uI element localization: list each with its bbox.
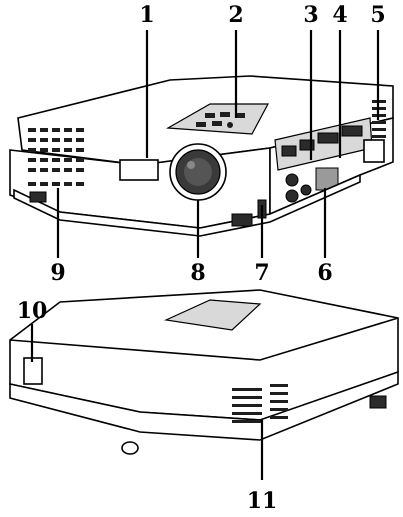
callout-9: 9 xyxy=(50,260,65,286)
foot-rear xyxy=(369,395,387,409)
control-panel-top xyxy=(163,299,262,331)
power-socket xyxy=(363,139,385,163)
callout-5: 5 xyxy=(370,2,385,28)
control-panel xyxy=(165,103,269,135)
front-vent xyxy=(28,128,84,186)
callout-4: 4 xyxy=(332,2,347,28)
callout-11: 11 xyxy=(247,488,278,514)
foot-left xyxy=(29,191,47,203)
lens xyxy=(169,143,227,201)
callout-6: 6 xyxy=(317,260,332,286)
callout-8: 8 xyxy=(190,260,205,286)
callout-2: 2 xyxy=(228,2,243,28)
remote-sensor xyxy=(119,159,159,181)
projector-side-view xyxy=(9,289,399,455)
foot-front xyxy=(231,213,253,227)
callout-3: 3 xyxy=(303,2,318,28)
connector-panel xyxy=(274,117,373,203)
control-buttons xyxy=(196,112,245,128)
callout-lines xyxy=(30,30,380,480)
callout-7: 7 xyxy=(254,260,269,286)
callout-10: 10 xyxy=(17,298,48,324)
foot-bottom xyxy=(121,441,139,455)
side-vent-bottom xyxy=(232,384,288,423)
callout-1: 1 xyxy=(139,2,154,28)
projector-front-view xyxy=(9,75,394,237)
